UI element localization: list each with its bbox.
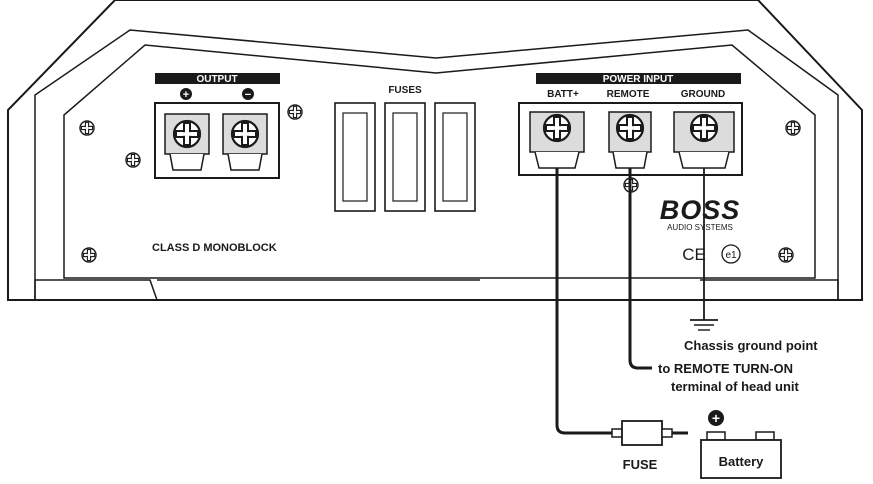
brand-subtitle: AUDIO SYSTEMS [667, 223, 733, 232]
minus-icon [242, 88, 254, 100]
fuse-label: FUSE [623, 457, 658, 472]
plus-icon [180, 88, 192, 100]
power-input-block: POWER INPUT BATT+ REMOTE GROUND [518, 73, 743, 176]
amplifier-housing [7, 0, 863, 301]
batt-screw-icon [542, 113, 572, 143]
output-minus-screw-icon [230, 119, 260, 149]
wiring: + [555, 168, 782, 479]
e-mark-circle [721, 244, 741, 264]
output-label-bar [155, 73, 280, 84]
remote-screw-icon [615, 113, 645, 143]
batt-label: BATT+ [547, 89, 579, 100]
battery-plus-icon [708, 410, 724, 426]
mounting-screw-icon [79, 120, 95, 136]
fuse-icon [611, 428, 623, 438]
mounting-screw-icon [81, 247, 97, 263]
output-plus-screw-icon [172, 119, 202, 149]
output-label: OUTPUT [196, 74, 237, 85]
battery-label: Battery [719, 454, 765, 469]
output-plus-symbol: + [183, 89, 189, 101]
battery-positive-post [706, 431, 726, 441]
e-mark: e1 [725, 250, 737, 261]
fuse-slot [334, 102, 376, 212]
battery-icon [700, 439, 782, 479]
ground-label: GROUND [681, 89, 725, 100]
head-unit-label: terminal of head unit [671, 379, 800, 394]
remote-label: REMOTE [607, 89, 650, 100]
chassis-ground-label: Chassis ground point [684, 338, 818, 353]
mounting-screw-icon [287, 104, 303, 120]
remote-wire [628, 168, 652, 370]
fuses-label: FUSES [388, 85, 422, 96]
brand-logo: BOSS [660, 195, 741, 225]
model-label: CLASS D MONOBLOCK [152, 242, 277, 254]
power-input-label-bar [536, 73, 741, 84]
ce-mark: CE [682, 245, 706, 264]
fuse-slot [384, 102, 426, 212]
ground-screw-icon [689, 113, 719, 143]
battery-wire [555, 168, 612, 435]
mounting-screw-icon [125, 152, 141, 168]
fuse-bank: FUSES [334, 85, 476, 212]
battery-plus-symbol: + [712, 410, 720, 426]
output-terminal-block: OUTPUT + − [154, 73, 280, 179]
fuse-slot [434, 102, 476, 212]
output-minus-symbol: − [245, 89, 251, 101]
mounting-screw-icon [785, 120, 801, 136]
power-input-label: POWER INPUT [603, 74, 674, 85]
remote-turn-on-label: to REMOTE TURN-ON [658, 361, 793, 376]
mounting-screw-icon [778, 247, 794, 263]
